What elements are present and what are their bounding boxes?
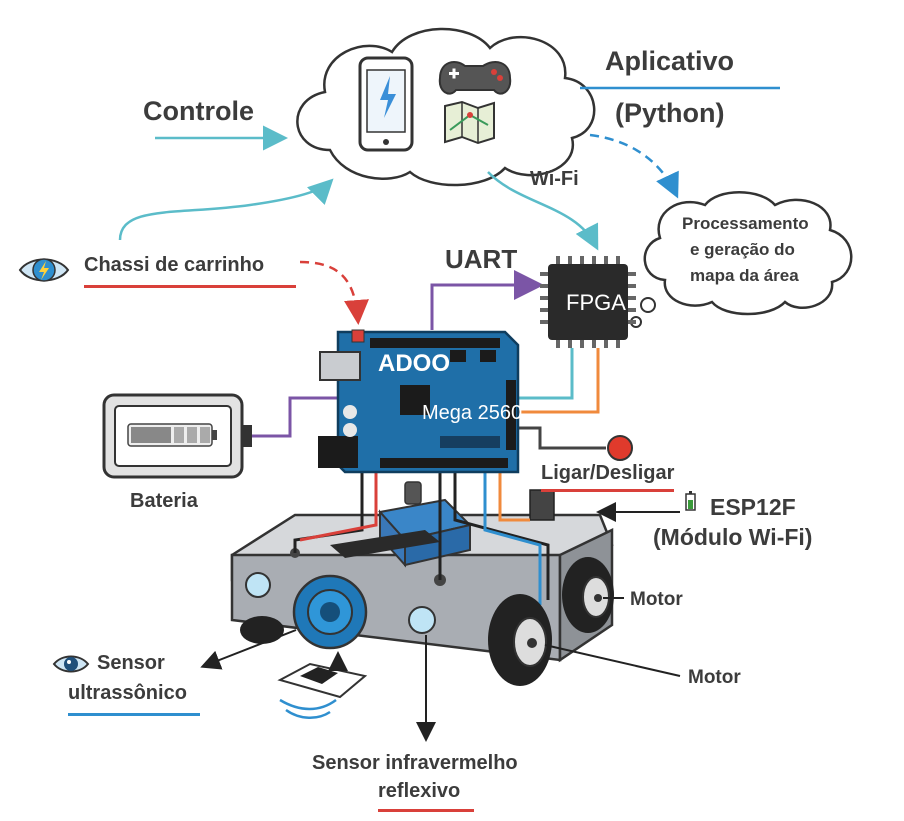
sensor-ir-line-1: Sensor infravermelho	[312, 752, 518, 774]
map-icon	[444, 100, 495, 145]
python-label: (Python)	[615, 98, 725, 128]
processamento-line-3: mapa da área	[690, 266, 799, 285]
esp-label: ESP12F	[710, 494, 796, 520]
battery-icon	[102, 393, 252, 479]
wheel-back-right	[562, 557, 614, 633]
wheel-front-right	[488, 594, 552, 686]
thought-bubble-1	[640, 297, 656, 313]
ultrasonic-sensor	[292, 574, 368, 650]
processamento-line-1: Processamento	[682, 214, 809, 233]
eye-bolt-icon	[18, 253, 70, 287]
power-button-icon	[607, 435, 633, 461]
uart-label: UART	[445, 244, 518, 274]
ir-sensor-board	[277, 662, 368, 719]
ligar-desligar-label: Ligar/Desligar	[541, 462, 675, 492]
battery-small-icon	[685, 491, 696, 511]
fpga-label: FPGA	[566, 290, 626, 315]
board-model-label: Mega 2560	[422, 402, 523, 424]
chassi-label: Chassi de carrinho	[84, 254, 296, 288]
motor-label-1: Motor	[630, 589, 683, 610]
ir-sensor-eye	[408, 606, 436, 634]
eye-icon	[52, 652, 90, 676]
gamepad-icon	[438, 61, 512, 95]
board-brand-label: ADOO	[378, 350, 450, 377]
motor-label-2: Motor	[688, 667, 741, 688]
front-light-left	[245, 572, 271, 598]
arduino-board	[318, 329, 520, 474]
sensor-ir-line-2: reflexivo	[378, 780, 474, 812]
processamento-line-2: e geração do	[690, 240, 795, 259]
thought-cloud	[643, 191, 853, 316]
controle-label: Controle	[143, 96, 254, 126]
wifi-label: Wi-Fi	[530, 168, 579, 190]
smartphone-icon	[358, 56, 414, 152]
sensor-ultrassonico-line-1: Sensor	[97, 652, 165, 674]
esp-sub-label: (Módulo Wi-Fi)	[653, 524, 813, 550]
fpga-chip	[540, 256, 636, 348]
sensor-ultrassonico-line-2: ultrassônico	[68, 682, 200, 716]
bateria-label: Bateria	[130, 490, 198, 512]
aplicativo-label: Aplicativo	[605, 46, 735, 76]
